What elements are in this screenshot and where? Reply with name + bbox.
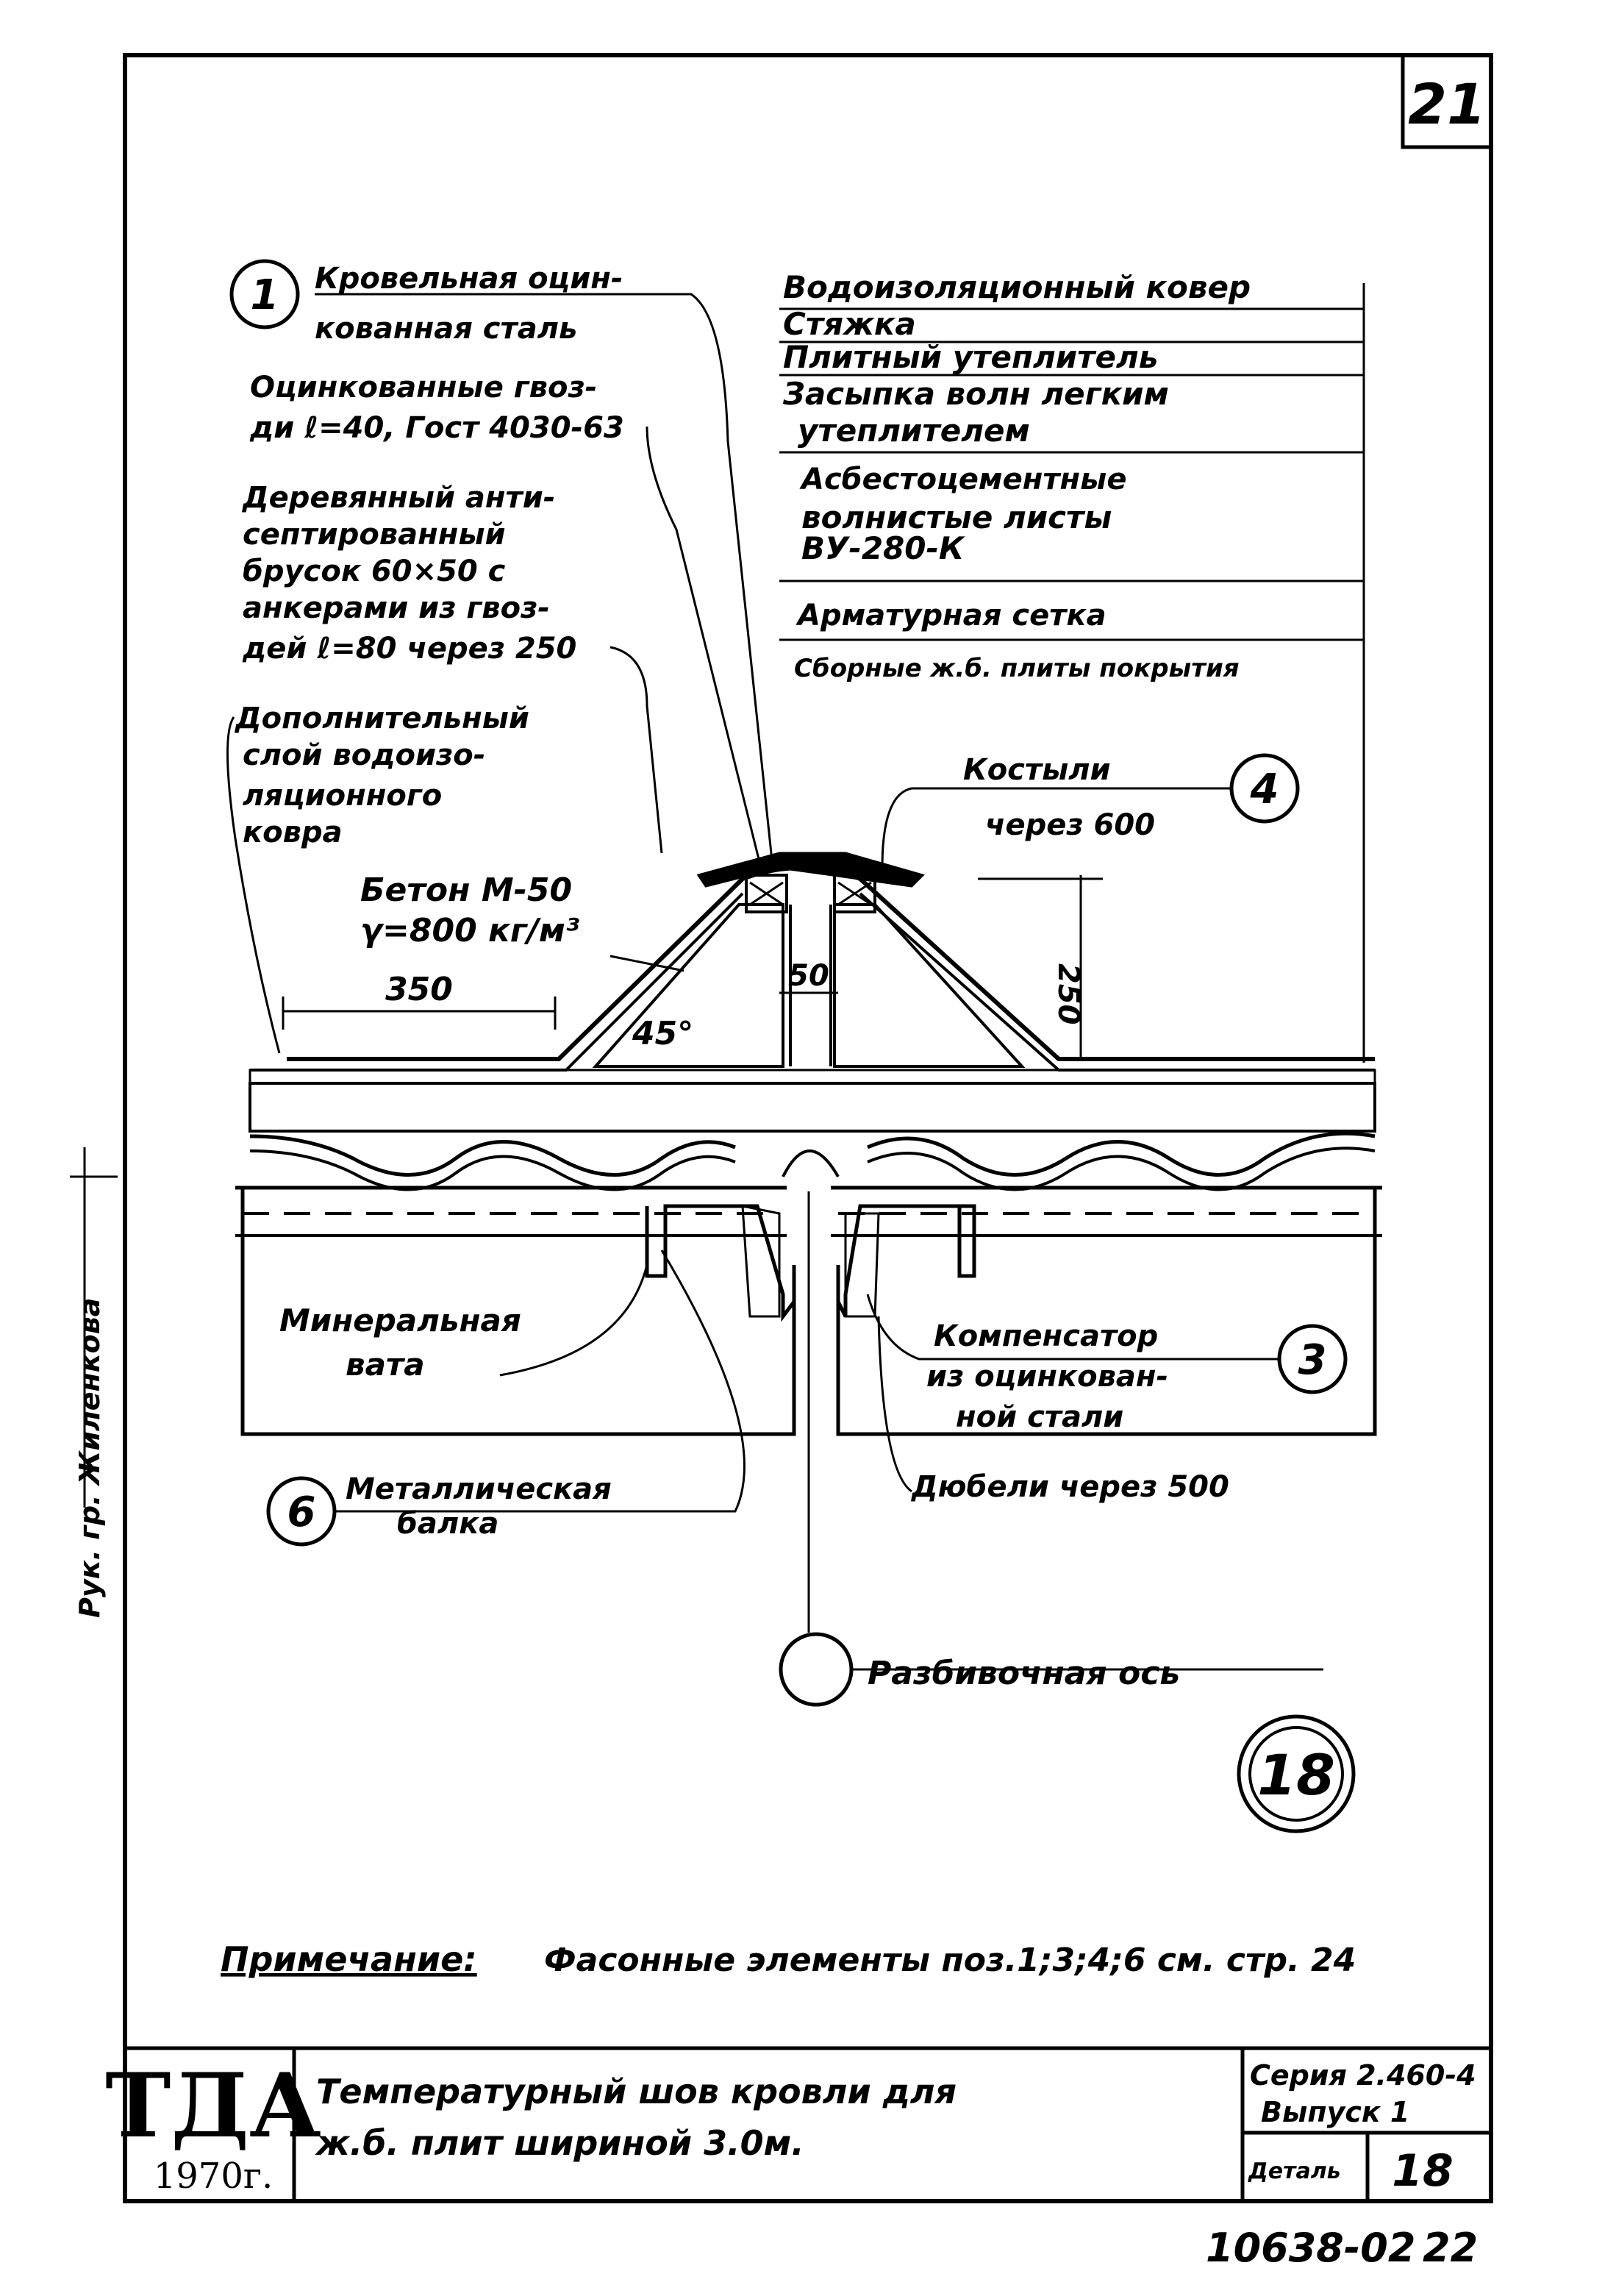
layer-sheets-line2: волнистые листы — [801, 499, 1112, 535]
concrete-line1: Бетон М-50 — [360, 871, 572, 909]
layer-sheets-line1: Асбестоцементные — [799, 463, 1126, 496]
marker-1-label: 1 — [251, 271, 279, 319]
series: Серия 2.460-4 — [1250, 2059, 1476, 2092]
callout-4: 4 Костыли через 600 — [881, 753, 1300, 869]
detail-label: Деталь — [1248, 2158, 1341, 2184]
dim-350: 350 — [385, 971, 453, 1008]
footer-page: 22 — [1423, 2225, 1478, 2271]
ridge-cap — [696, 852, 925, 888]
org-logo: ТДА — [105, 2054, 321, 2158]
dim-angle-45: 45° — [632, 1015, 693, 1052]
left-annotations: Оцинкованные гвоз- ди ℓ=40, Гост 4030-63… — [226, 371, 762, 1054]
note: Примечание: Фасонные элементы поз.1;3;4;… — [221, 1939, 1356, 1979]
dim-50: 50 — [788, 959, 829, 993]
callout-1-line1: Кровельная оцин- — [315, 262, 623, 296]
extra-layer-line1: Дополнительный — [234, 702, 529, 735]
layer-legend: Водоизоляционный ковер Стяжка Плитный ут… — [779, 269, 1365, 1063]
callout-1: 1 Кровельная оцин- кованная сталь — [229, 259, 773, 861]
layer-screed: Стяжка — [783, 306, 916, 342]
callout-6-line1: Металлическая — [346, 1472, 612, 1506]
dim-250: 250 — [1051, 963, 1085, 1025]
callout-3-line2: из оцинкован- — [926, 1360, 1168, 1394]
callout-4-line2: через 600 — [985, 808, 1155, 842]
lower-annotations: Минеральная вата 3 Компенсатор из оцинко… — [266, 1249, 1356, 1833]
sheet-number: 21 — [1408, 71, 1486, 137]
corrugated-sheet — [249, 1131, 1376, 1177]
callout-1-line2: кованная сталь — [315, 312, 577, 346]
layer-fill-line2: утеплителем — [798, 413, 1030, 449]
wood-bar-right — [833, 874, 876, 913]
dowels-label: Дюбели через 500 — [910, 1470, 1229, 1504]
detail-marker-label: 18 — [1257, 1742, 1335, 1808]
mineral-line1: Минеральная — [279, 1302, 521, 1338]
concrete-line2: γ=800 кг/м³ — [360, 912, 579, 949]
axis-label: Разбивочная ось — [868, 1655, 1180, 1692]
extra-layer-line2: слой водоизо- — [243, 738, 485, 772]
callout-4-line1: Костыли — [963, 753, 1111, 787]
detail-marker-inner — [1248, 1726, 1344, 1822]
bar-line5: дей ℓ=80 через 250 — [242, 632, 576, 666]
title-block: ТДА 1970г. Температурный шов кровли для … — [105, 2046, 1491, 2201]
layer-fill-line1: Засыпка волн легким — [782, 376, 1169, 412]
year: 1970г. — [154, 2156, 273, 2197]
sheet-number-box: 21 — [1401, 55, 1491, 149]
callout-3-line1: Компенсатор — [934, 1319, 1158, 1353]
title-line2: ж.б. плит шириной 3.0м. — [315, 2123, 804, 2163]
concrete-right — [833, 903, 1026, 1068]
title-line1: Температурный шов кровли для — [316, 2072, 957, 2111]
roof-section: 350 50 250 45° — [235, 852, 1382, 1633]
bar-line2: септированный — [243, 518, 506, 552]
axis-marker — [779, 1632, 854, 1707]
note-label: Примечание: — [221, 1939, 477, 1979]
mineral-line2: вата — [346, 1347, 425, 1383]
bar-line4: анкерами из гвоз- — [243, 591, 550, 625]
side-stamp: Рук. гр. Жиленкова — [74, 1298, 106, 1618]
layer-waterproofing: Водоизоляционный ковер — [783, 269, 1251, 305]
footer-code: 10638-02 — [1206, 2225, 1415, 2271]
marker-3-label: 3 — [1298, 1336, 1327, 1384]
bar-line1: Деревянный анти- — [241, 481, 555, 515]
marker-1 — [229, 259, 300, 329]
extra-layer-line4: ковра — [243, 816, 343, 849]
marker-4-label: 4 — [1250, 766, 1279, 813]
marker-6-label: 6 — [287, 1489, 316, 1536]
wood-bar-left — [745, 874, 788, 913]
compensator — [645, 1204, 976, 1322]
note-text: Фасонные элементы поз.1;3;4;6 см. стр. 2… — [544, 1942, 1356, 1979]
nails-line1: Оцинкованные гвоз- — [250, 371, 597, 404]
bar-line3: брусок 60×50 с — [243, 555, 506, 588]
layer-mesh: Арматурная сетка — [796, 599, 1106, 632]
callout-6-line2: балка — [397, 1507, 498, 1541]
issue: Выпуск 1 — [1261, 2096, 1409, 2128]
layer-slabs: Сборные ж.б. плиты покрытия — [794, 654, 1240, 683]
detail-number: 18 — [1392, 2145, 1454, 2197]
callout-3-line3: ной стали — [956, 1400, 1123, 1434]
sheet-frame — [123, 53, 1493, 2203]
board-insulation — [249, 1082, 1376, 1133]
extra-layer-line3: ляционного — [243, 779, 442, 813]
layer-sheets-line3: ВУ-280-К — [801, 530, 966, 566]
layer-board-insulation: Плитный утеплитель — [783, 339, 1158, 375]
detail-marker-outer — [1237, 1714, 1356, 1833]
nails-line2: ди ℓ=40, Гост 4030-63 — [249, 411, 624, 445]
